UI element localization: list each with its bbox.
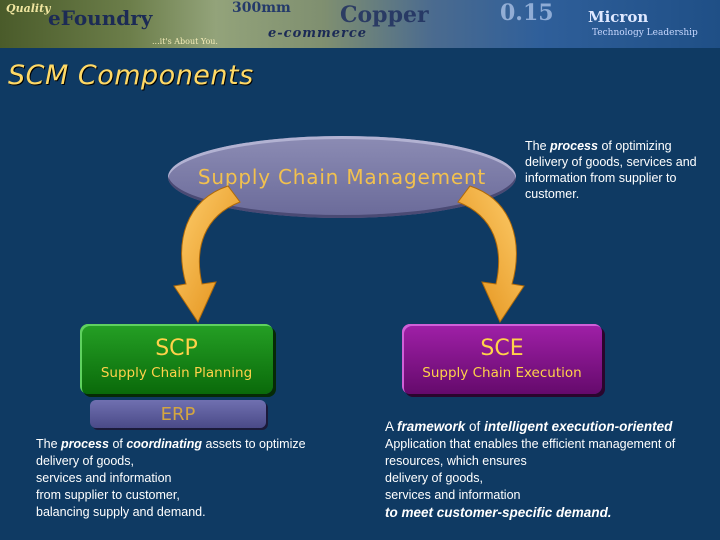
sce-name: Supply Chain Execution xyxy=(422,365,582,381)
sce-desc-line-5: services and information xyxy=(385,488,521,502)
banner-word-about-you: ...it's About You. xyxy=(152,37,218,46)
scp-abbr: SCP xyxy=(155,336,198,361)
scp-desc-emph-1: process xyxy=(61,437,109,451)
sce-description: A framework of intelligent execution-ori… xyxy=(385,418,715,521)
scm-description: The process of optimizing delivery of go… xyxy=(525,138,705,202)
banner-word-copper: Copper xyxy=(340,2,429,28)
erp-label: ERP xyxy=(160,403,196,425)
scp-desc-emph-2: coordinating xyxy=(126,437,203,451)
sce-abbr: SCE xyxy=(480,336,524,361)
left-curved-arrow-icon xyxy=(173,185,241,324)
scp-name: Supply Chain Planning xyxy=(100,365,253,381)
sce-desc-line-3: resources, which ensures xyxy=(385,454,527,468)
scp-desc-line-3: services and information xyxy=(36,471,172,485)
erp-box: ERP xyxy=(90,400,266,428)
scp-desc-line-2: delivery of goods, xyxy=(36,454,134,468)
scm-desc-text-1: The xyxy=(525,139,551,153)
header-banner: Quality eFoundry 300mm Copper e-commerce… xyxy=(0,0,720,48)
scm-label: Supply Chain Management xyxy=(197,165,487,189)
scm-desc-text-2: of optimizing delivery of goods, service… xyxy=(525,139,697,201)
sce-desc-line-1: A framework of intelligent execution-ori… xyxy=(385,418,715,435)
banner-word-quality: Quality xyxy=(6,2,51,15)
scp-desc-l1-b: of xyxy=(108,437,127,451)
sce-desc-emph-1: framework xyxy=(397,419,466,434)
sce-desc-line-4: delivery of goods, xyxy=(385,471,483,485)
banner-word-300mm: 300mm xyxy=(232,0,291,16)
banner-word-micron: Micron xyxy=(588,8,649,26)
sce-box: SCE Supply Chain Execution xyxy=(402,324,602,394)
scp-box: SCP Supply Chain Planning xyxy=(80,324,273,394)
scp-description: The process of coordinating assets to op… xyxy=(36,436,356,521)
banner-word-efoundry: eFoundry xyxy=(48,6,153,30)
scm-desc-emphasis: process xyxy=(550,139,598,153)
sce-desc-line-2: Application that enables the efficient m… xyxy=(385,437,676,451)
scp-desc-l1-a: The xyxy=(36,437,62,451)
scp-desc-line-5: balancing supply and demand. xyxy=(36,505,206,519)
sce-desc-l1-a: A xyxy=(385,419,398,434)
banner-word-tech-leadership: Technology Leadership xyxy=(592,28,698,38)
sce-desc-emph-2: intelligent execution-oriented xyxy=(484,419,673,434)
scp-desc-line-4: from supplier to customer, xyxy=(36,488,180,502)
scp-desc-l1-c: assets to optimize xyxy=(202,437,306,451)
banner-word-015: 0.15 xyxy=(500,0,554,26)
sce-desc-l1-b: of xyxy=(465,419,485,434)
page-title: SCM Components xyxy=(8,60,254,91)
sce-desc-line-6: to meet customer-specific demand. xyxy=(385,505,612,520)
banner-word-ecommerce: e-commerce xyxy=(268,26,368,41)
right-curved-arrow-icon xyxy=(457,185,525,324)
scp-desc-line-1: The process of coordinating assets to op… xyxy=(36,436,356,453)
